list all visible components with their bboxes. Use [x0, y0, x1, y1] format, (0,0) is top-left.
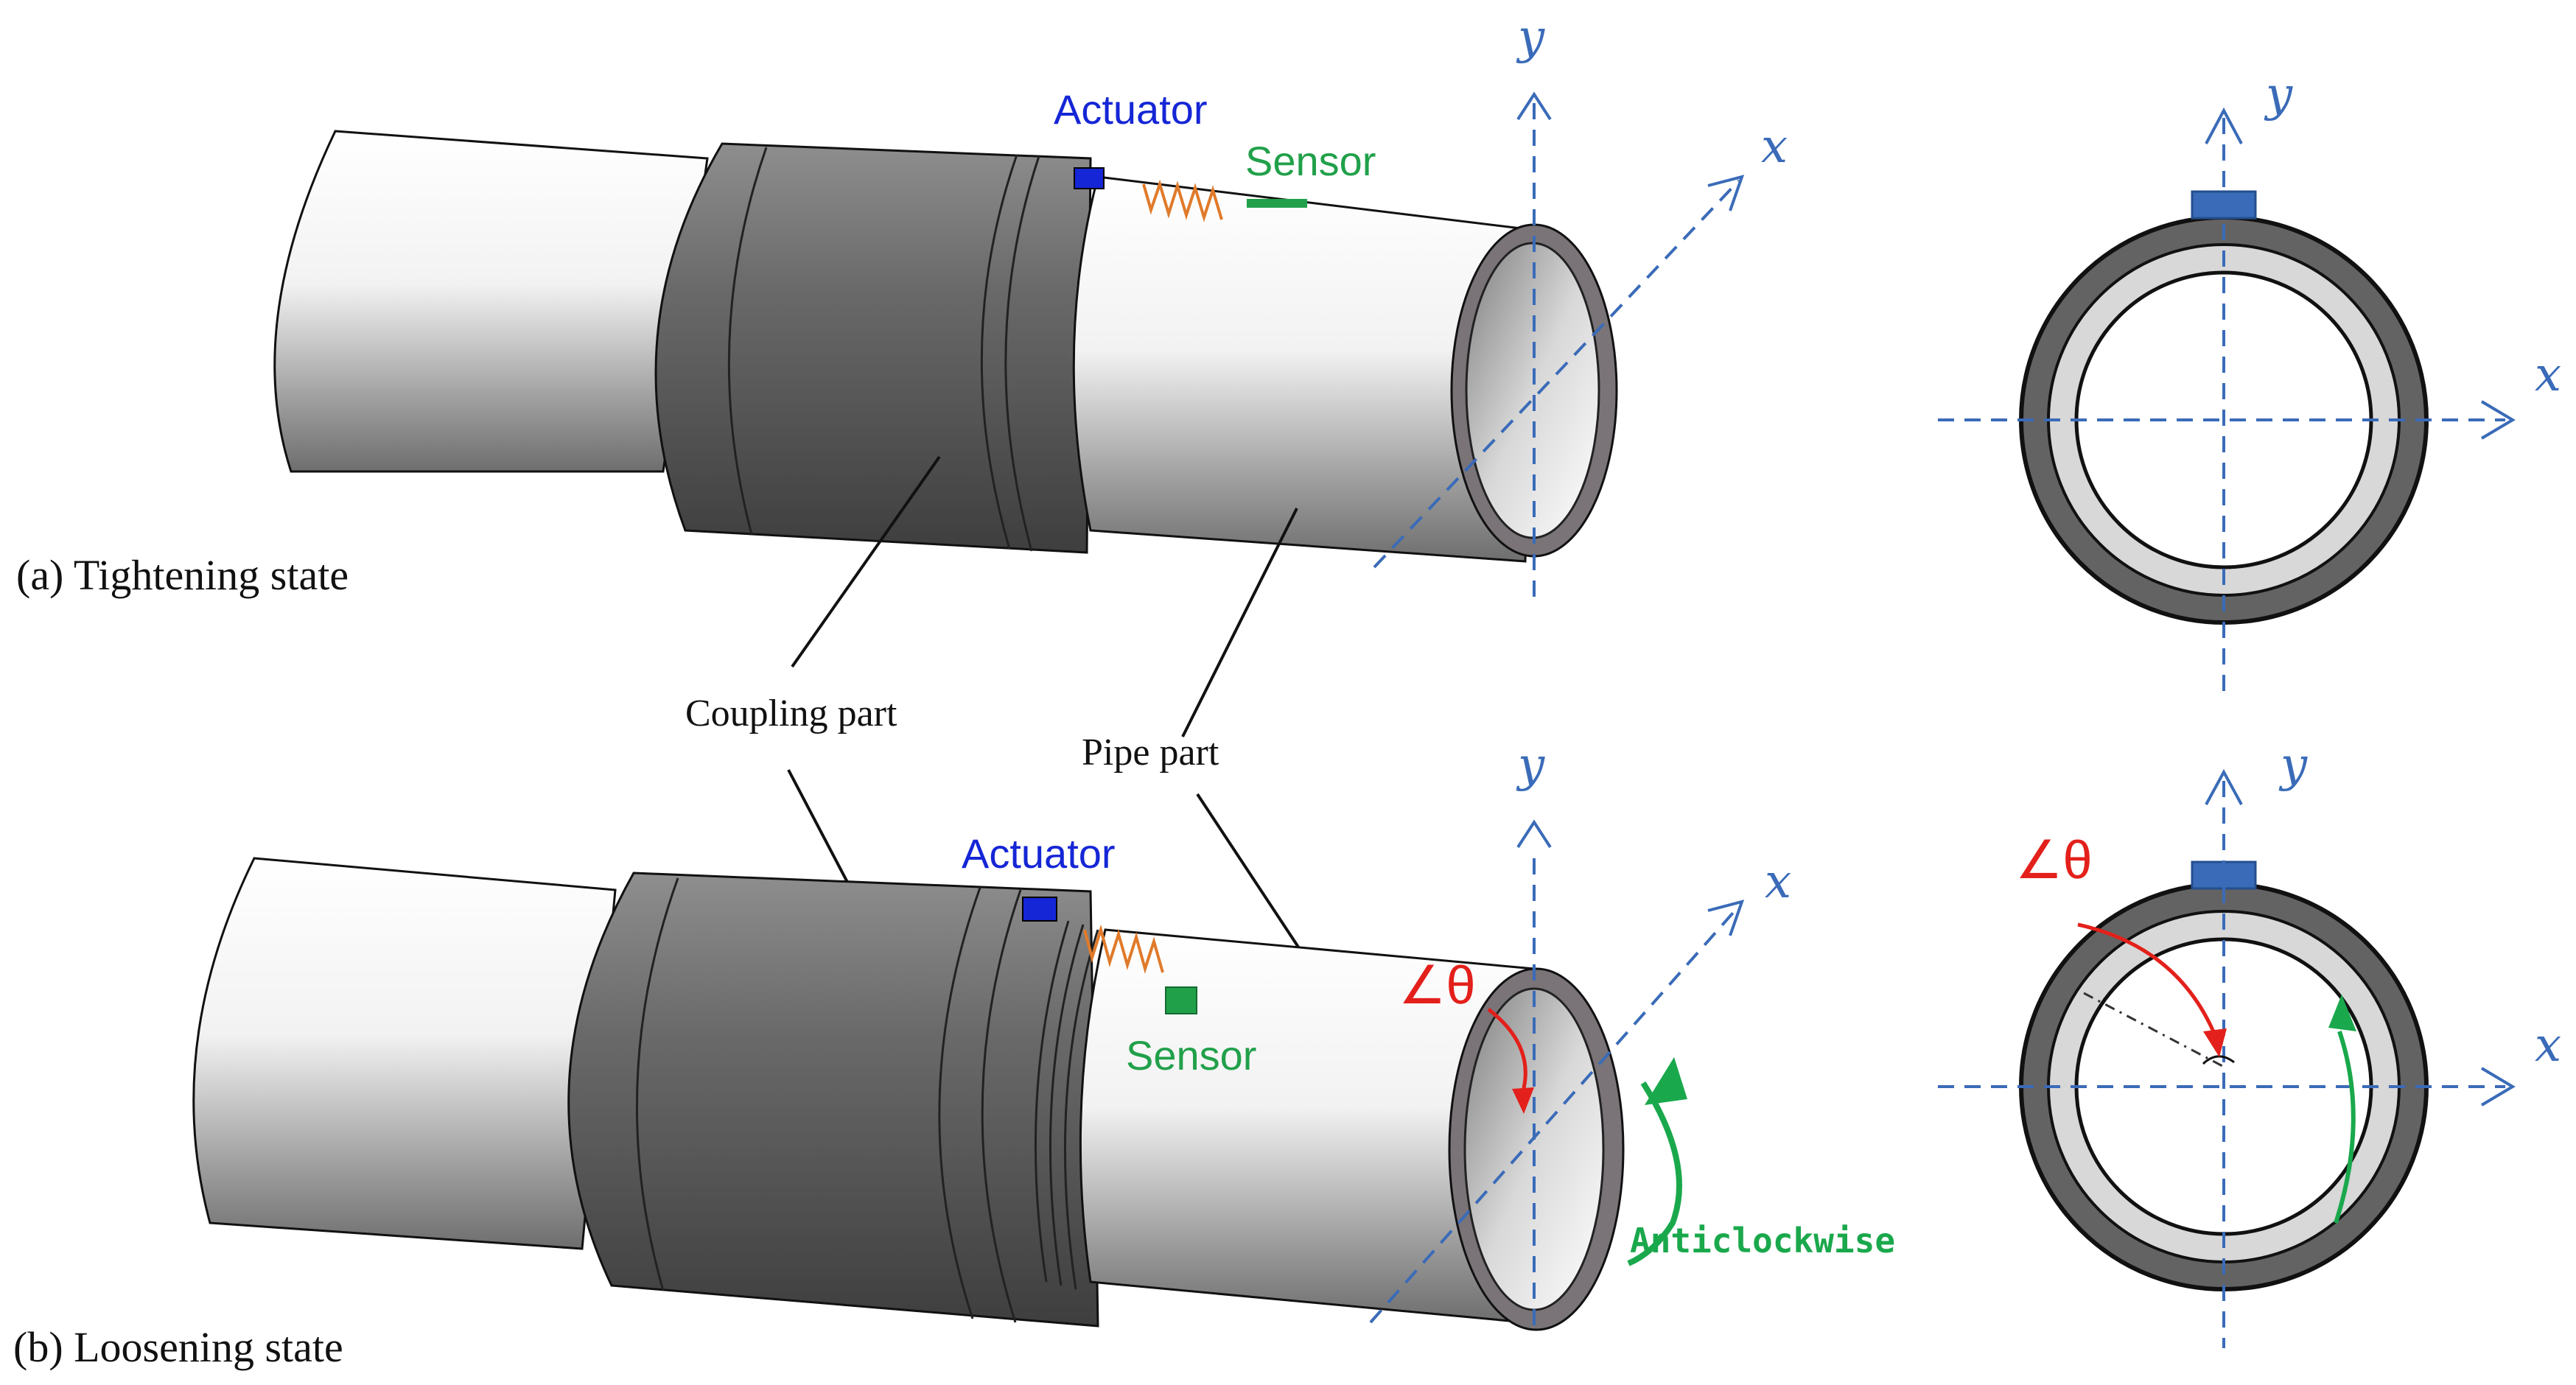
caption-a: (a) Tightening state	[16, 551, 349, 599]
angle-label-b: ∠θ	[1399, 956, 1476, 1015]
panel-a-assembly: y x Actuator Sensor (a) Tightening state	[16, 10, 1788, 604]
left-pipe-b	[192, 857, 617, 1250]
spring-b	[1083, 924, 1164, 974]
cs-a-axis-y-label: y	[2264, 68, 2293, 122]
coupling-b	[567, 872, 1099, 1328]
axis-y-label-b: y	[1516, 738, 1545, 793]
cs-b-axis-x-label: x	[2535, 1018, 2561, 1073]
angle-arrow-b	[1487, 1008, 1527, 1095]
cs-b-rotated-line	[2083, 992, 2225, 1068]
panel-b-assembly: y x Actuator Sensor ∠θ Anticlockwise (b)…	[13, 738, 1895, 1371]
sensor-a	[1247, 199, 1307, 208]
spring-a	[1142, 179, 1223, 222]
axis-y-label-a: y	[1516, 10, 1545, 65]
rotation-arrow-b	[1627, 1081, 1682, 1266]
cross-section-b: y x ∠θ	[1938, 738, 2561, 1348]
coupling-a	[654, 142, 1092, 554]
callout-pipe-label: Pipe part	[1082, 732, 1219, 774]
pipe-bore-a	[1465, 242, 1600, 539]
sensor-b	[1165, 986, 1197, 1014]
rotation-label-b: Anticlockwise	[1630, 1221, 1895, 1260]
cross-section-a: y x	[1938, 68, 2561, 692]
actuator-label-b: Actuator	[962, 830, 1116, 877]
axis-x-label-a: x	[1761, 119, 1788, 174]
sensor-label-a: Sensor	[1245, 138, 1376, 184]
right-pipe-a	[1072, 175, 1534, 563]
cs-a-axis-x-label: x	[2535, 348, 2561, 402]
left-pipe-a	[273, 130, 709, 473]
caption-b: (b) Loosening state	[13, 1323, 343, 1371]
sensor-label-b: Sensor	[1126, 1032, 1256, 1079]
cs-b-angle-arrow	[2077, 922, 2217, 1036]
actuator-label-a: Actuator	[1054, 86, 1208, 133]
actuator-a	[1074, 167, 1105, 189]
axis-x-label-b: x	[1765, 855, 1791, 909]
cs-b-axis-y-label: y	[2278, 738, 2308, 793]
actuator-b	[1022, 897, 1057, 922]
right-pipe-b	[1079, 928, 1536, 1324]
cs-b-angle-label: ∠θ	[2015, 831, 2093, 890]
callout-coupling-label: Coupling part	[685, 692, 897, 734]
cs-b-rotation-arrow	[2334, 1031, 2356, 1224]
